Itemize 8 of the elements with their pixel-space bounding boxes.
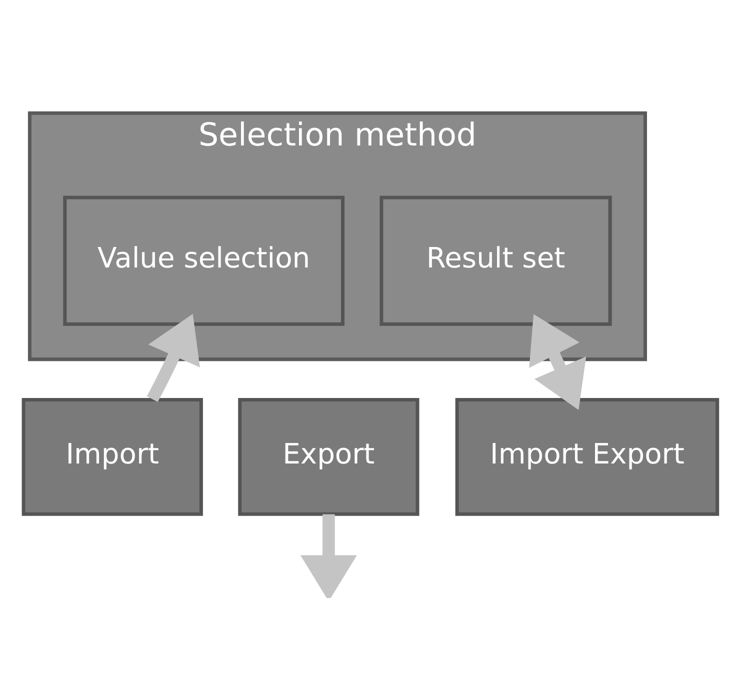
- node-box: Export: [238, 398, 420, 516]
- node-box: Import: [22, 398, 203, 516]
- arrow: [146, 313, 200, 402]
- node-box: Value selection: [63, 195, 345, 326]
- arrow: [529, 314, 586, 410]
- arrow: [300, 514, 357, 598]
- node-box: Import Export: [455, 398, 720, 516]
- node-box: Result set: [380, 195, 612, 326]
